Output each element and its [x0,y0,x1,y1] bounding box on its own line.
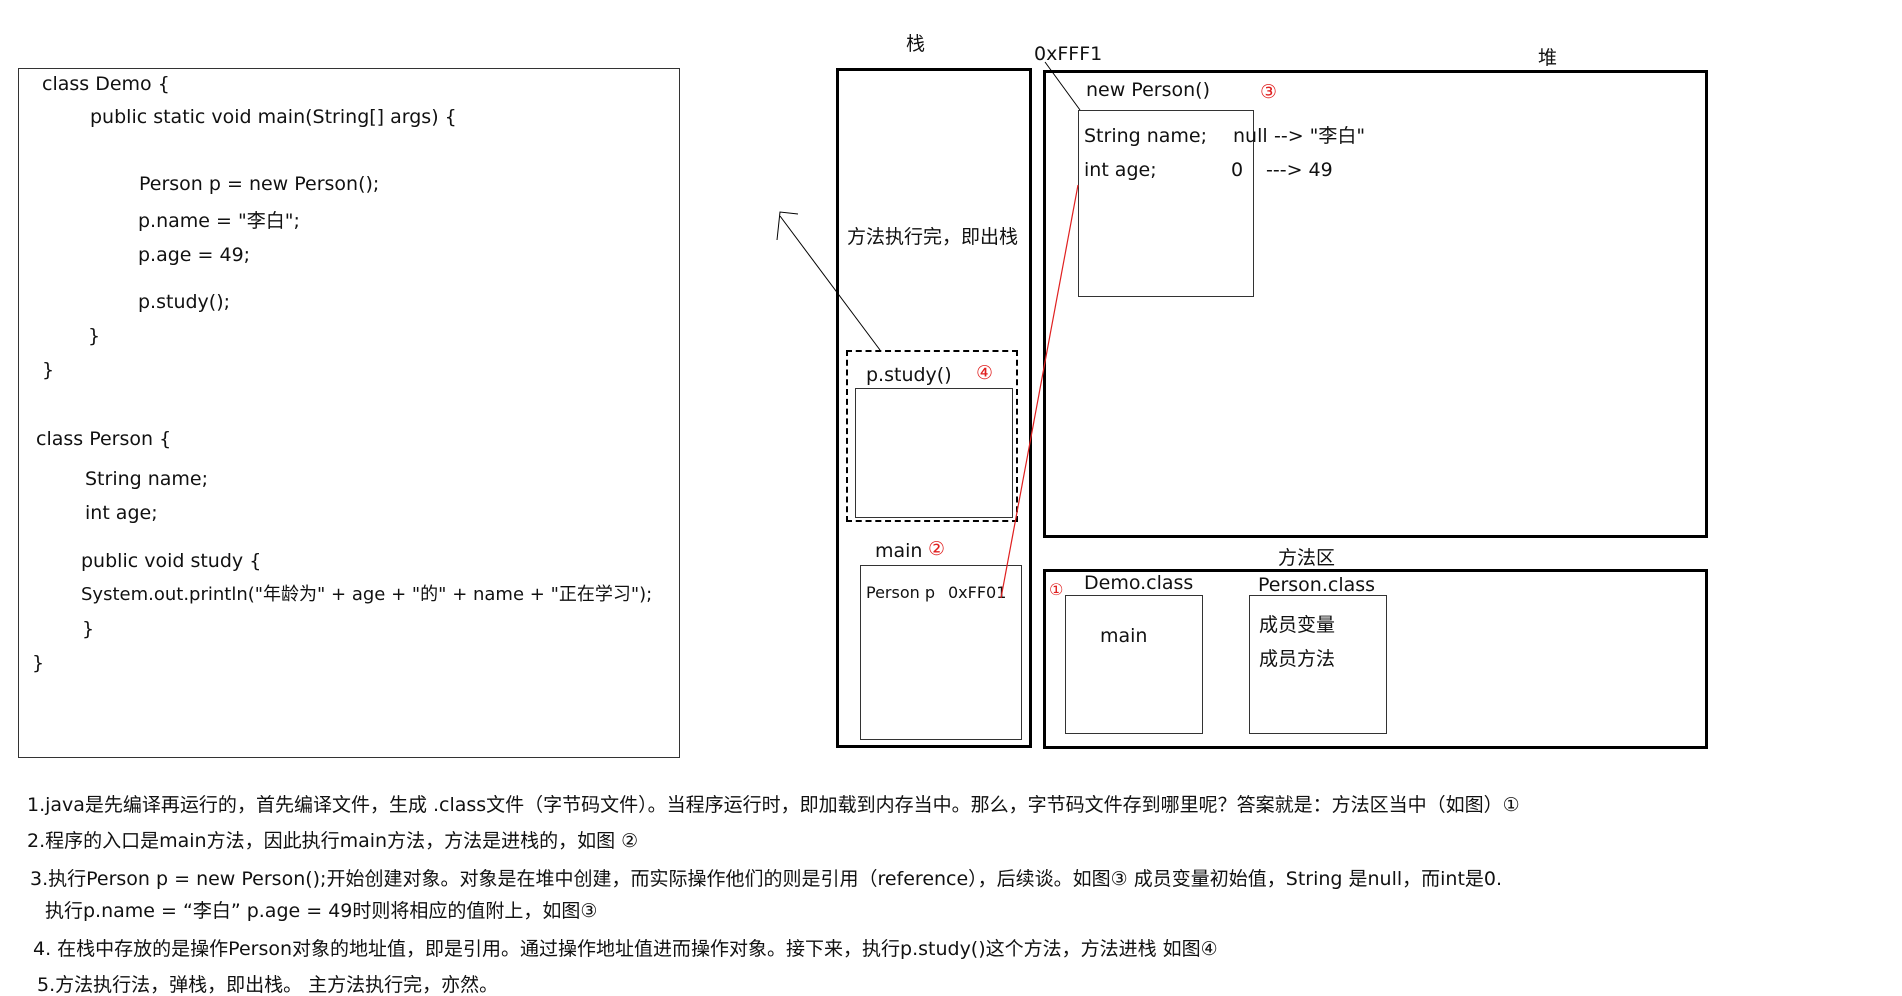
person-class-box [1249,595,1387,734]
main-frame-var-value: 0xFF01 [948,583,1007,602]
method-area-region [1043,569,1708,749]
method-area-marker: ① [1049,580,1064,599]
method-area-title: 方法区 [1278,547,1336,569]
pop-arrow-head [776,211,799,241]
code-line-println: System.out.println("年龄为" + age + "的" + n… [81,584,653,605]
code-line-field-name: String name; [85,468,209,490]
heap-field-name-init: null [1233,125,1268,147]
demo-class-box [1065,595,1203,734]
heap-field-name-assign: --> "李白" [1274,125,1366,147]
main-frame-box [860,565,1022,740]
heap-field-name: String name; [1084,125,1208,147]
note-3: 3.执行Person p = new Person();开始创建对象。对象是在堆… [30,868,1503,890]
code-line-study-signature: public void study { [81,550,262,572]
note-1: 1.java是先编译再运行的，首先编译文件，生成 .class文件（字节码文件）… [27,794,1520,816]
heap-field-age-assign: ---> 49 [1266,159,1333,181]
demo-class-content: main [1100,625,1148,647]
main-frame-label: main [875,540,923,562]
code-line-close-main: } [88,325,101,347]
heap-object-label: new Person() [1086,79,1210,101]
person-class-label: Person.class [1258,574,1376,596]
code-line-class-person: class Person { [36,428,172,450]
code-line-new-person: Person p = new Person(); [139,173,380,195]
study-frame-marker: ④ [976,362,994,384]
code-line-class-demo: class Demo { [42,73,170,95]
demo-class-label: Demo.class [1084,572,1194,594]
heap-object-marker: ③ [1260,81,1278,103]
person-class-members-methods: 成员方法 [1259,648,1336,670]
code-line-main-signature: public static void main(String[] args) { [90,106,457,128]
code-line-assign-name: p.name = "李白"; [138,210,300,232]
person-class-members-vars: 成员变量 [1259,614,1336,636]
heap-title: 堆 [1538,47,1558,69]
code-line-close-person: } [32,652,45,674]
code-line-close-demo: } [42,359,55,381]
note-2: 2.程序的入口是main方法，因此执行main方法，方法是进栈的，如图 ② [27,830,639,852]
heap-field-age-init: 0 [1231,159,1244,181]
study-frame-box [855,388,1013,518]
code-panel [18,68,680,758]
heap-address: 0xFFF1 [1034,43,1103,65]
code-line-close-study: } [82,618,95,640]
code-line-assign-age: p.age = 49; [138,244,251,266]
heap-field-age: int age; [1084,159,1157,181]
stack-pop-note: 方法执行完，即出栈 [847,226,1019,248]
code-line-call-study: p.study(); [138,291,231,313]
note-5: 5.方法执行法，弹栈，即出栈。 主方法执行完，亦然。 [37,974,499,996]
main-frame-var-label: Person p [866,583,936,602]
main-frame-marker: ② [928,538,946,560]
stack-title: 栈 [906,33,926,55]
code-line-field-age: int age; [85,502,158,524]
note-3-cont: 执行p.name = “李白” p.age = 49时则将相应的值附上，如图③ [45,900,598,922]
study-frame-label: p.study() [866,364,952,386]
note-4: 4. 在栈中存放的是操作Person对象的地址值，即是引用。通过操作地址值进而操… [33,938,1218,960]
